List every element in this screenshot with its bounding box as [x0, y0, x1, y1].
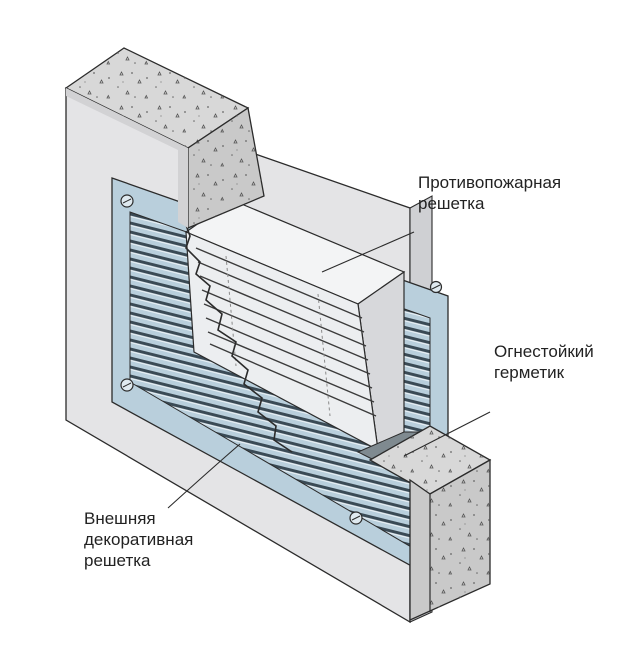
screw-slot: [122, 198, 132, 204]
leader-sealant: [403, 411, 491, 457]
label-fire-grille-line-1: Противопожарная: [418, 173, 562, 192]
leader-lines: [167, 231, 491, 509]
concrete-block-bottom: [368, 425, 492, 622]
label-fire-grille-line-2: решетка: [418, 194, 485, 213]
label-decorative-grille-line-1: Внешняя: [84, 509, 156, 528]
concrete-top-front-texture: [188, 108, 264, 228]
label-decorative-grille-line-2: декоративная: [84, 530, 194, 549]
concrete-block-top: [64, 47, 265, 229]
label-decorative-grille: Внешняя декоративная решетка: [84, 508, 193, 571]
label-sealant-line-1: Огнестойкий: [494, 342, 594, 361]
screw-slot: [351, 515, 361, 521]
label-fire-grille: Противопожарная решетка: [418, 172, 561, 214]
leader-decorative-grille: [167, 443, 241, 509]
leader-fire-grille: [321, 231, 415, 273]
label-sealant: Огнестойкий герметик: [494, 341, 594, 383]
label-decorative-grille-line-3: решетка: [84, 551, 151, 570]
label-sealant-line-2: герметик: [494, 363, 565, 382]
fire-grille: [181, 199, 406, 453]
cut-edge: [181, 213, 293, 453]
screw-slot: [431, 284, 441, 290]
concrete-top-face-texture: [66, 48, 248, 148]
screw-slot: [122, 382, 132, 388]
concrete-bottom-front-texture: [430, 460, 490, 612]
